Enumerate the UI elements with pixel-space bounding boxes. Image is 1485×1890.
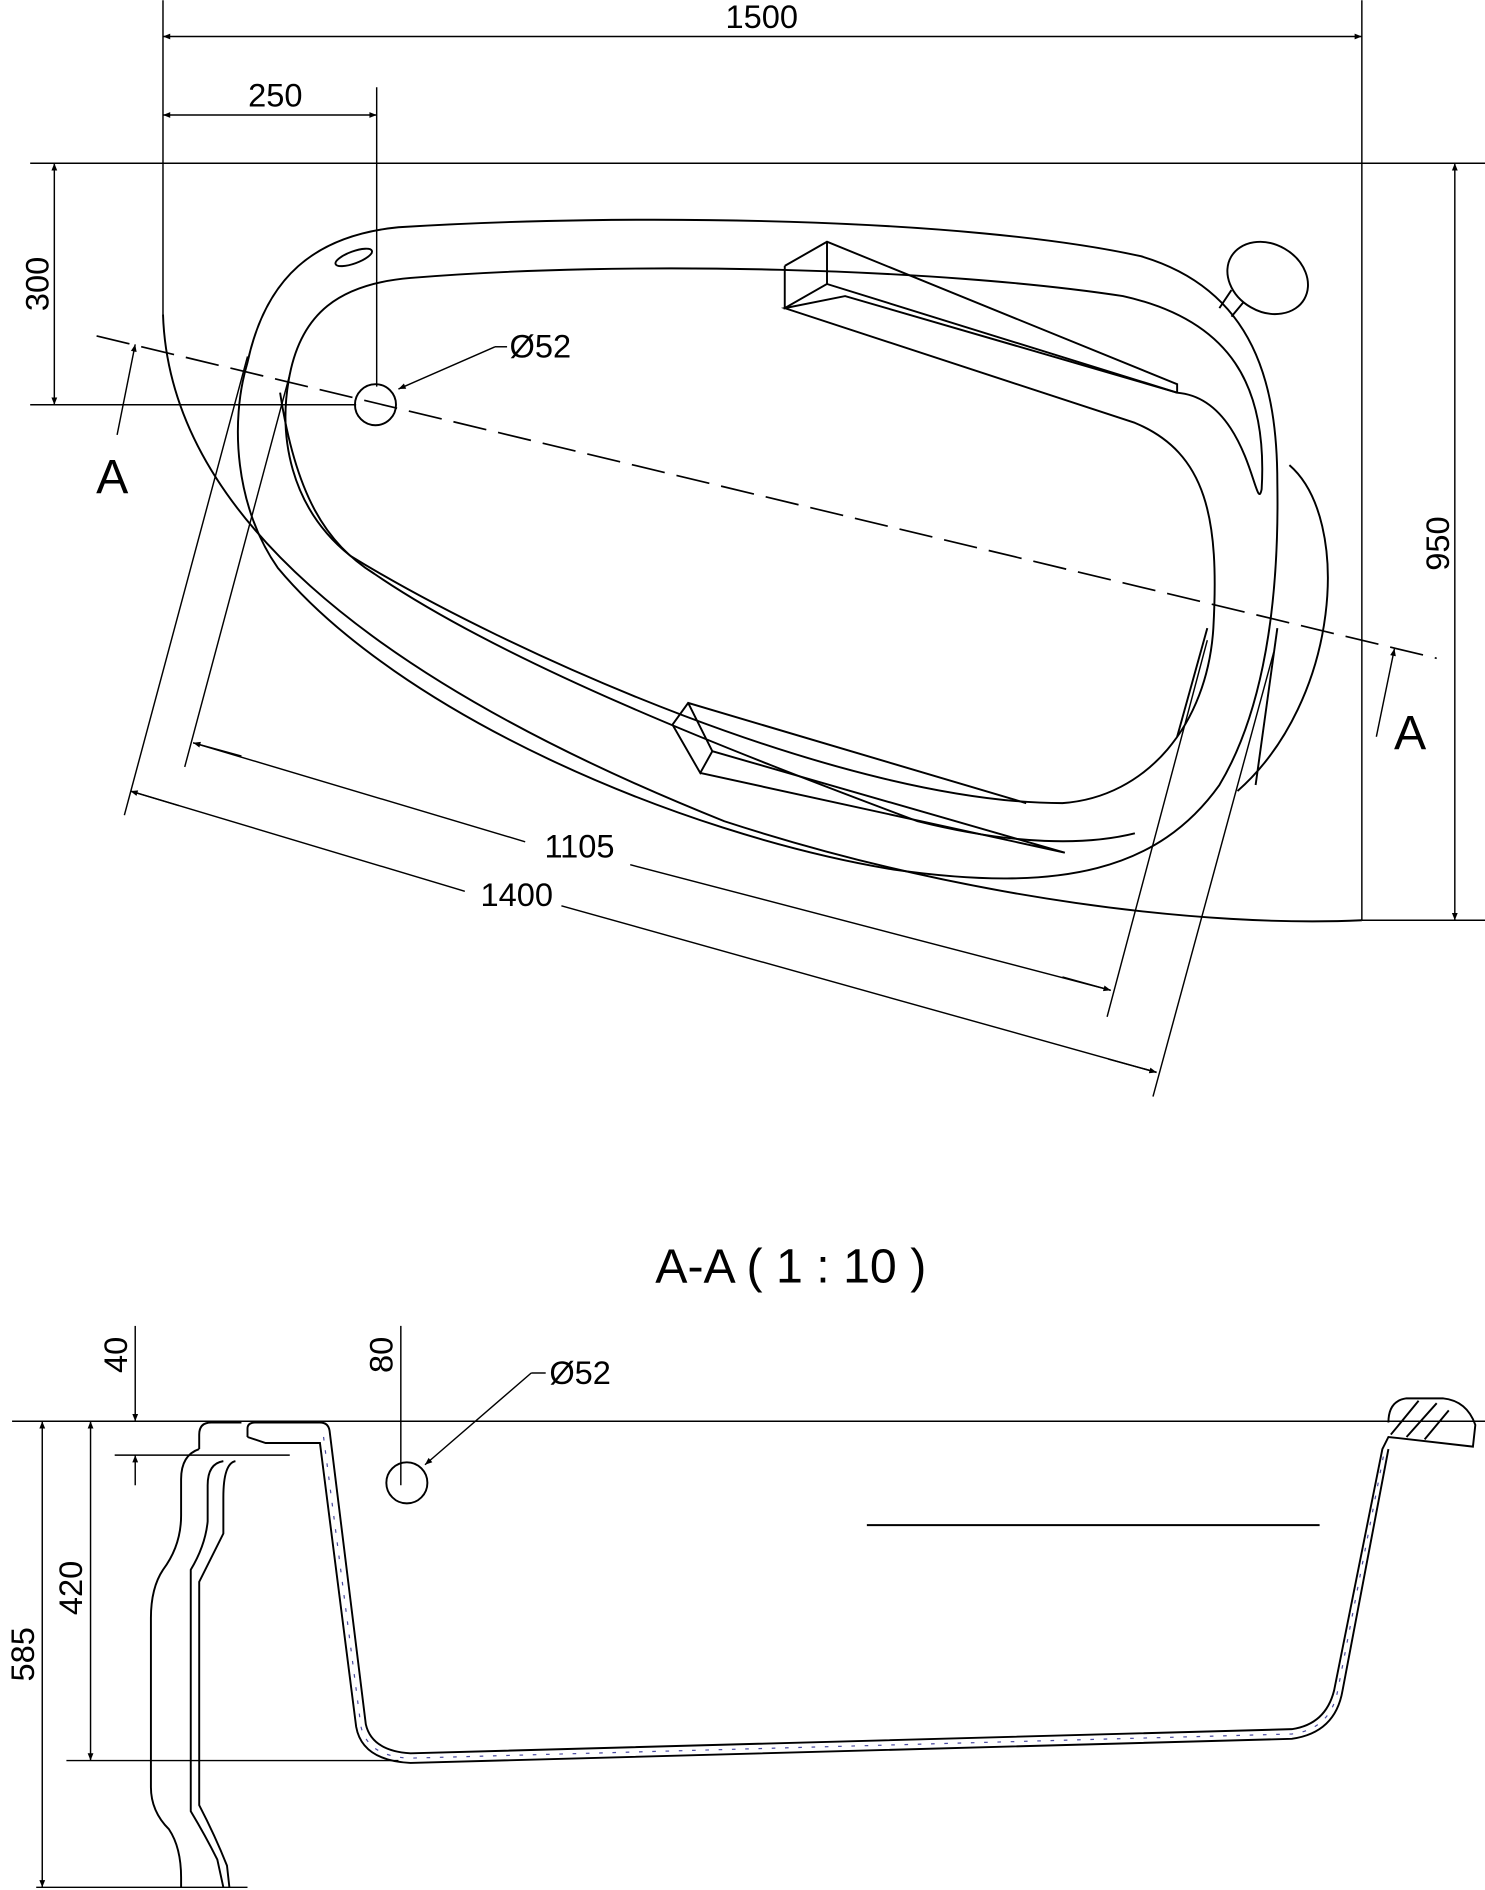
- dim-arrow-1105-r: [1062, 976, 1111, 992]
- tub-shell-inner: [247, 1436, 1390, 1764]
- dim-drain-diameter: Ø52: [509, 328, 571, 365]
- tub-rim-inner: [284, 267, 1264, 805]
- extension-line-1400-right: [1152, 652, 1275, 1097]
- section-arrow-right: [1375, 648, 1396, 737]
- extension-line-1105-right: [1106, 639, 1209, 1018]
- dim-arrow-1400-r: [1108, 1058, 1157, 1074]
- section-mark-right: A: [1394, 706, 1427, 760]
- tub-outer-contour: [162, 314, 1362, 923]
- seat-ledge-bottom: [671, 701, 1066, 854]
- section-title: A-A ( 1 : 10 ): [655, 1239, 926, 1293]
- seat-ledge-top: [783, 240, 1179, 394]
- dim-585: 585: [4, 1627, 41, 1681]
- section-arrow-left: [116, 344, 137, 436]
- shell-hatch: [322, 1436, 1386, 1759]
- dim-420: 420: [52, 1561, 89, 1615]
- apron-inner: [198, 1460, 236, 1888]
- apron-panel: [149, 1421, 242, 1888]
- drain-circle: [353, 383, 397, 427]
- dim-drain-diameter-section: Ø52: [549, 1354, 611, 1391]
- tub-side-bulge: [1236, 464, 1329, 792]
- dim-1400: 1400: [480, 876, 552, 913]
- overflow-slot: [334, 247, 373, 268]
- dim-line-1400: [130, 790, 466, 892]
- dim-line-1400-b: [561, 905, 1157, 1074]
- extension-line-1105-left: [184, 374, 291, 768]
- section-mark-left: A: [96, 450, 129, 504]
- tub-shell-outer: [246, 1397, 1477, 1755]
- dim-950: 950: [1419, 516, 1456, 570]
- dim-line-1105-b: [630, 864, 1111, 991]
- faucet-stem: [1218, 289, 1245, 318]
- tub-side-line-2: [1176, 627, 1209, 737]
- tub-rim-outer: [236, 218, 1279, 880]
- section-view: 40 80 420 585 Ø52: [4, 1325, 1485, 1889]
- dim-300: 300: [18, 257, 55, 311]
- dim-arrow-1105-l: [192, 741, 242, 757]
- extension-line-1400-left: [123, 356, 249, 816]
- plan-view: 1500 250 300 950 1105 1400: [18, 0, 1485, 1097]
- dim-40: 40: [97, 1337, 134, 1373]
- faucet-handle: [1226, 240, 1309, 316]
- dim-1105: 1105: [544, 827, 614, 864]
- dim-1500: 1500: [726, 0, 798, 35]
- section-line-a-a: [96, 335, 1437, 660]
- dim-80: 80: [362, 1337, 399, 1373]
- dim-arrow-1400-l: [130, 790, 179, 807]
- drain-leader: [398, 346, 496, 390]
- drain-circle-section: [385, 1461, 429, 1505]
- dim-line-1105: [192, 742, 526, 843]
- dim-250: 250: [248, 77, 302, 114]
- seat-hatch-block: [1390, 1400, 1450, 1441]
- drain-leader-section: [424, 1372, 532, 1466]
- tub-side-line-1: [1254, 627, 1279, 786]
